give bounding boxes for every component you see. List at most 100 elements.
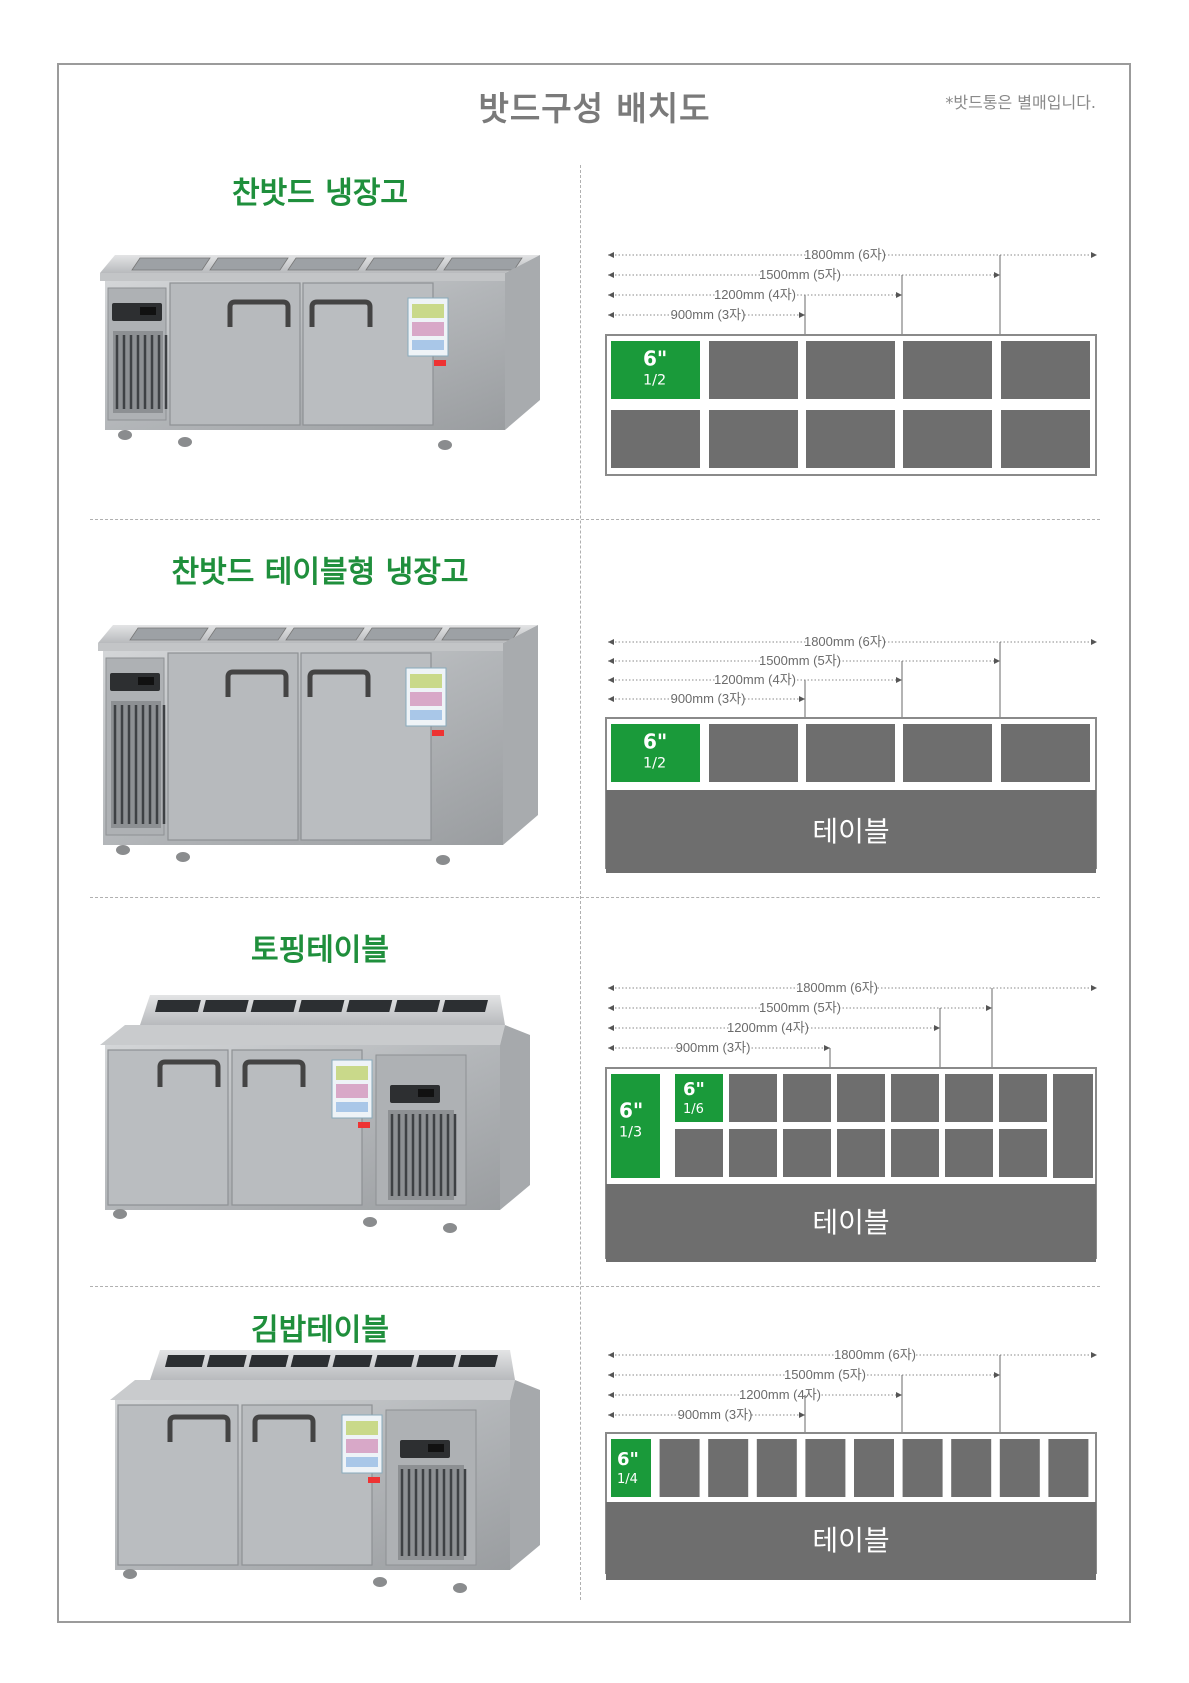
dimension-label: 1200mm (4자) (727, 1020, 809, 1035)
label-bg (760, 654, 840, 668)
cabinet-door (117, 1404, 239, 1566)
arrow-right-icon (824, 1045, 830, 1051)
pan (891, 1074, 939, 1122)
worktop-edge (100, 273, 505, 281)
refrigerator-image (110, 1350, 540, 1593)
pan (709, 724, 798, 782)
pan (709, 410, 798, 468)
pan-highlighted (611, 1074, 660, 1178)
pan-opening (206, 1355, 247, 1367)
pan-opening (285, 627, 365, 641)
pan-opening (131, 257, 211, 271)
label-bg (679, 1408, 751, 1422)
arrow-left-icon (608, 639, 614, 645)
pan-opening (207, 627, 287, 641)
pan-opening (346, 1000, 393, 1012)
arrow-right-icon (994, 1372, 1000, 1378)
sticker-block (336, 1102, 368, 1112)
refrigerator-image (100, 255, 540, 450)
pan-opening (209, 257, 289, 271)
refrigerator-image (98, 625, 538, 865)
arrow-right-icon (799, 312, 805, 318)
table-label: 테이블 (812, 815, 889, 848)
caster-wheel (438, 440, 452, 450)
table-area (606, 1502, 1096, 1580)
pan-opening (287, 257, 367, 271)
section-title: 토핑테이블 (251, 933, 389, 968)
door-handle (157, 1059, 221, 1087)
arrow-right-icon (1091, 985, 1097, 991)
sticker-block (412, 340, 444, 350)
arrow-left-icon (608, 292, 614, 298)
pan (729, 1074, 777, 1122)
pan-opening (248, 1355, 289, 1367)
cabinet-side (510, 1380, 540, 1570)
arrow-left-icon (608, 677, 614, 683)
pan (805, 1439, 846, 1497)
label-bg (672, 692, 744, 706)
label-bg (797, 981, 877, 995)
caster-wheel (178, 437, 192, 447)
door-handle (309, 299, 373, 327)
pan (999, 1439, 1040, 1497)
caster-wheel (118, 430, 132, 440)
arrow-left-icon (608, 658, 614, 664)
pan-fraction-label: 1/3 (619, 1125, 642, 1141)
label-bg (740, 1388, 820, 1402)
caster-wheel (123, 1569, 137, 1579)
pan-highlighted (611, 341, 700, 399)
layout-diagram: 1800mm (6자) 1500mm (5자) 1200mm (4자) 900mm (… (605, 247, 1097, 476)
pan-opening (363, 627, 443, 641)
table-label: 테이블 (812, 1524, 889, 1557)
warning-label (368, 1477, 380, 1483)
sticker-block (410, 710, 442, 720)
caster-wheel (176, 852, 190, 862)
sticker-block (336, 1084, 368, 1098)
arrow-left-icon (608, 985, 614, 991)
pan (729, 1129, 777, 1177)
caster-wheel (116, 845, 130, 855)
arrow-right-icon (896, 292, 902, 298)
arrow-left-icon (608, 272, 614, 278)
dimension-label: 900mm (3자) (678, 1407, 753, 1422)
dimension-label: 900mm (3자) (671, 691, 746, 706)
sticker-block (410, 674, 442, 688)
dimension-label: 1500mm (5자) (759, 267, 841, 282)
pan (891, 1129, 939, 1177)
page-note: *밧드통은 별매입니다. (945, 93, 1096, 112)
arrow-left-icon (608, 1392, 614, 1398)
pan-size-label: 6" (643, 729, 667, 753)
arrow-right-icon (986, 1005, 992, 1011)
pan-highlighted (675, 1074, 723, 1122)
cabinet-side (500, 1025, 530, 1210)
dimension-label: 900mm (3자) (671, 307, 746, 322)
pan (903, 410, 992, 468)
label-bg (672, 308, 744, 322)
pan-size-label: 6" (617, 1449, 639, 1470)
pan (783, 1129, 831, 1177)
pan (659, 1439, 700, 1497)
pan-size-label: 6" (619, 1099, 643, 1123)
dimension-label: 1500mm (5자) (759, 1000, 841, 1015)
label-bg (805, 635, 885, 649)
dimension-label: 1200mm (4자) (714, 287, 796, 302)
pan-opening (290, 1355, 331, 1367)
sticker-block (346, 1439, 378, 1453)
caster-wheel (436, 855, 450, 865)
pan-opening (458, 1355, 498, 1367)
cabinet-door (169, 282, 301, 426)
caster-wheel (113, 1209, 127, 1219)
arrow-right-icon (799, 1412, 805, 1418)
label-bg (760, 1001, 840, 1015)
dimension-label: 1800mm (6자) (804, 247, 886, 262)
arrow-right-icon (896, 1392, 902, 1398)
dimension-label: 1500mm (5자) (784, 1367, 866, 1382)
arrow-left-icon (608, 696, 614, 702)
pan (903, 341, 992, 399)
pan (837, 1129, 885, 1177)
pan (709, 341, 798, 399)
pan-fraction-label: 1/2 (643, 372, 666, 388)
sticker-block (346, 1457, 378, 1467)
pan (1048, 1439, 1089, 1497)
cabinet-door (107, 1049, 229, 1206)
